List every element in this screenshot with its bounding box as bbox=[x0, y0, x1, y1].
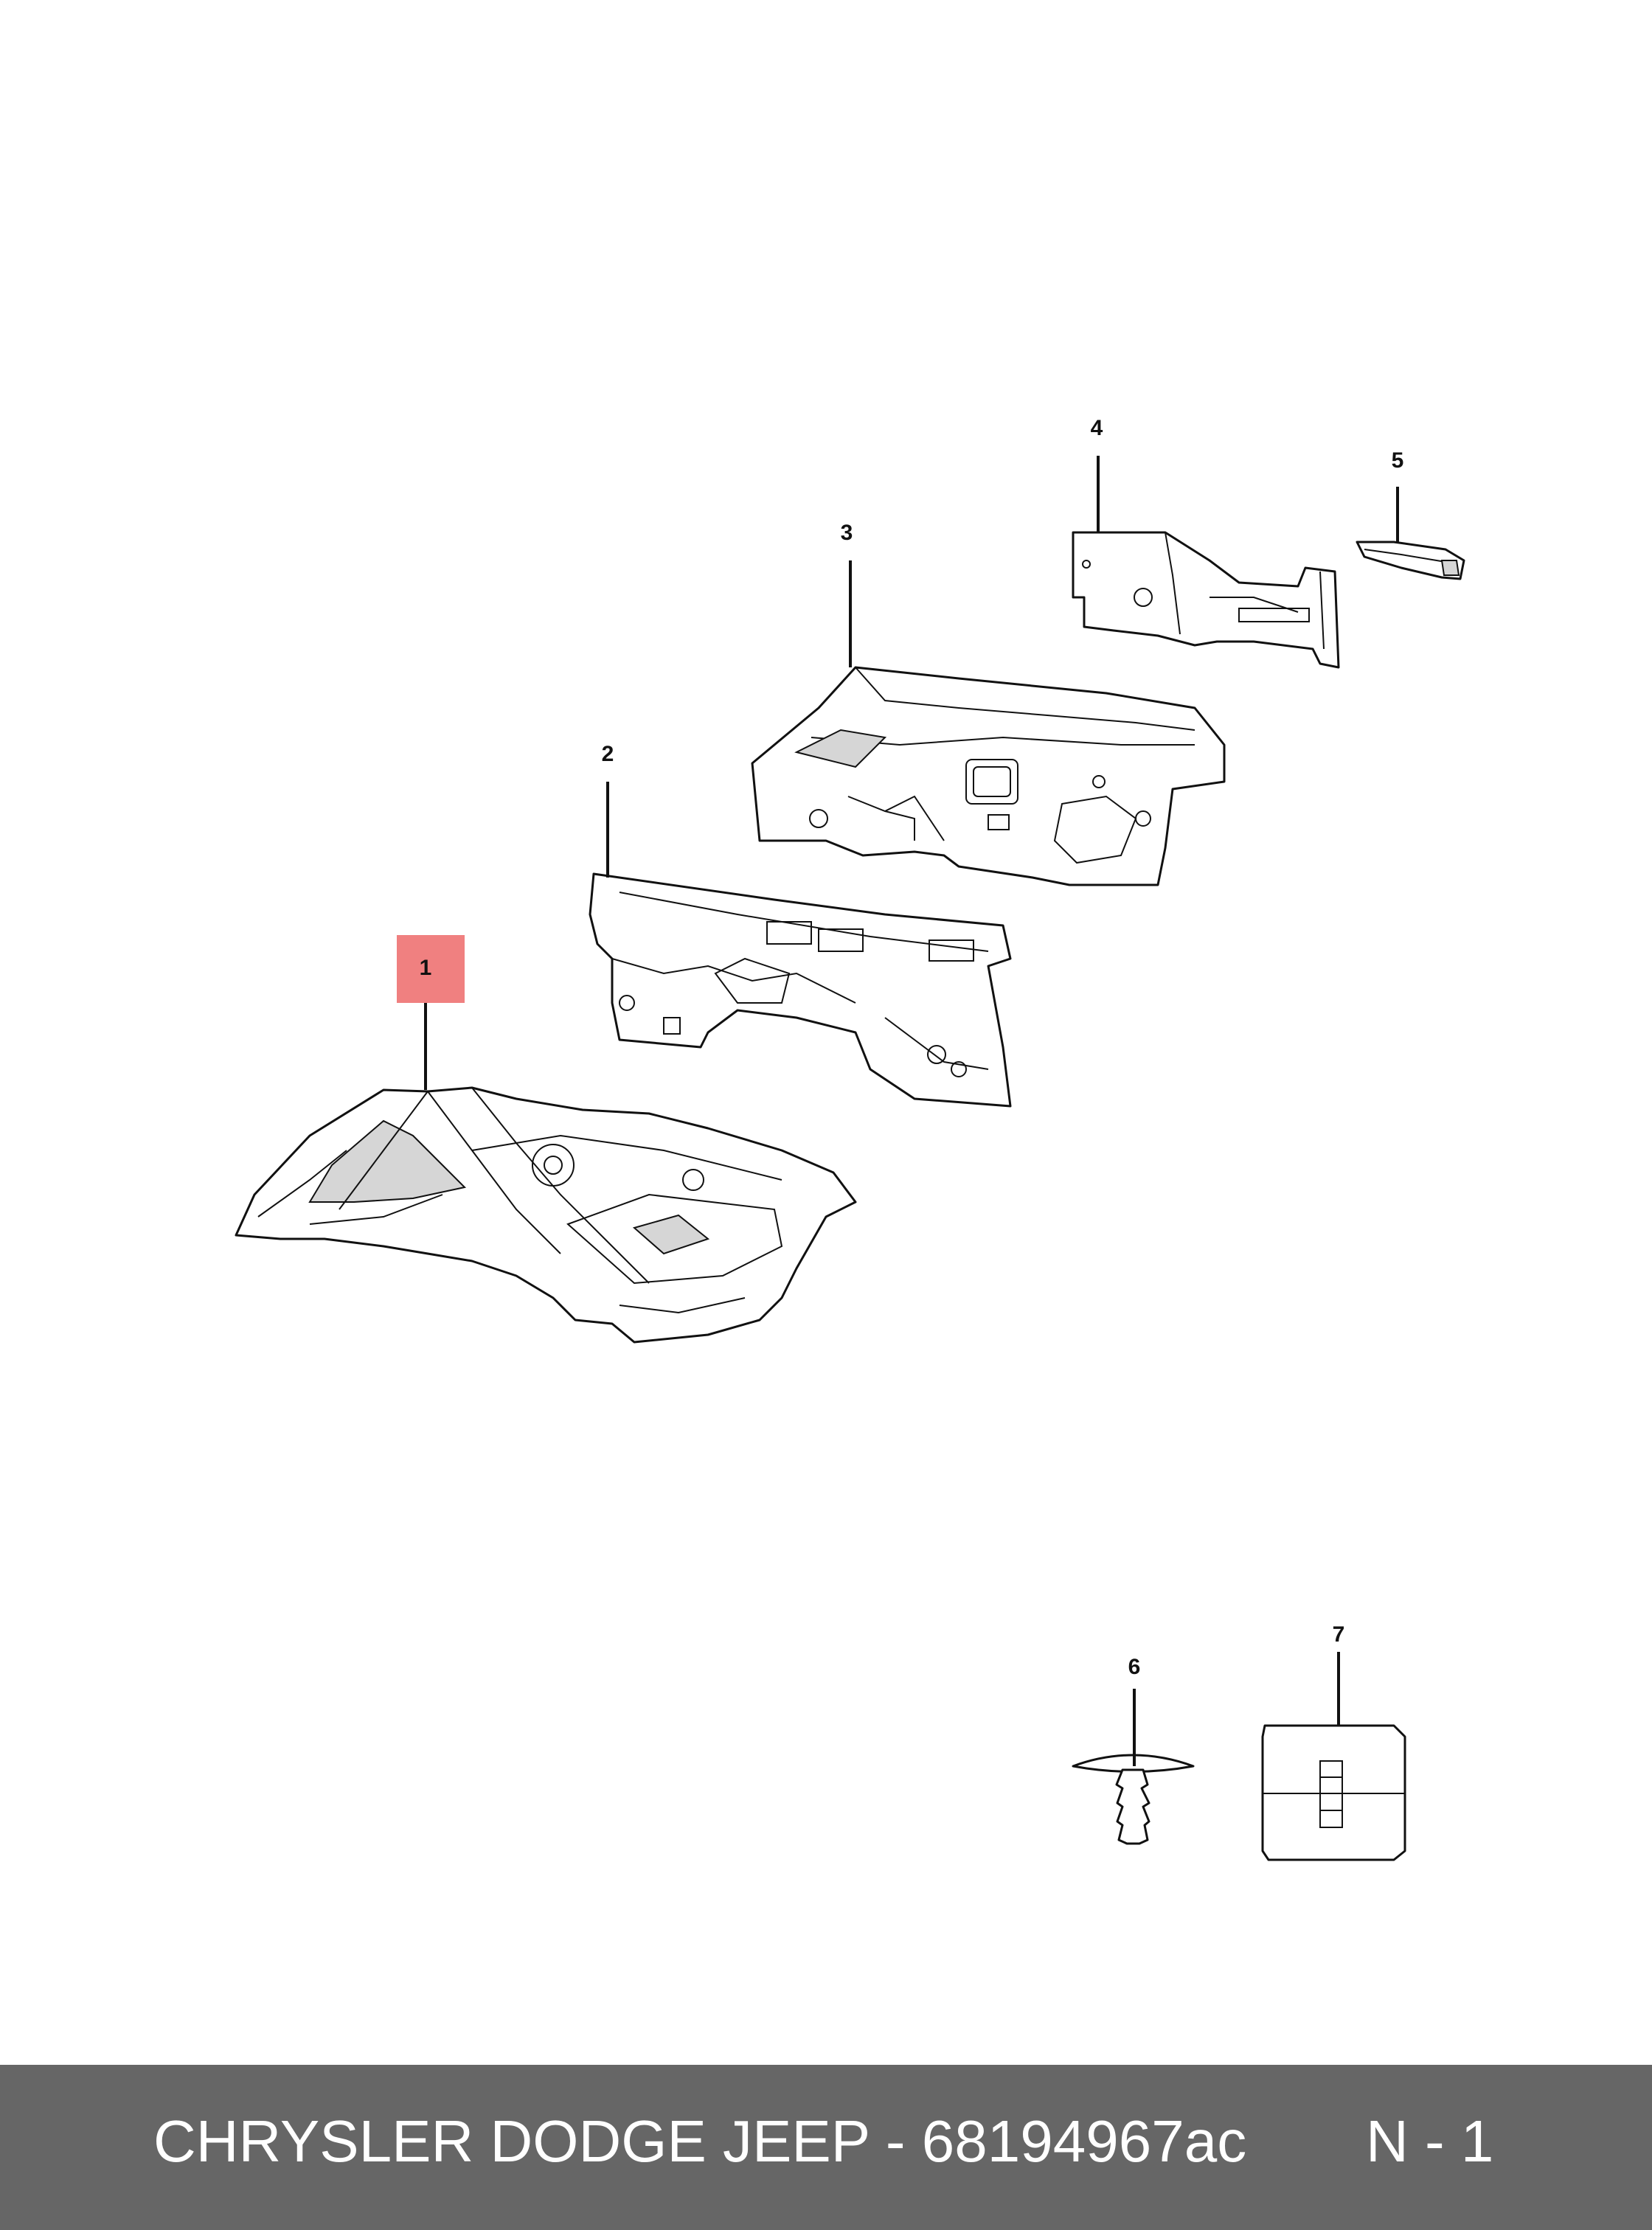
parts-diagram: 1 2 3 4 5 6 7 bbox=[235, 416, 1465, 1861]
part-1-silencer[interactable] bbox=[235, 1086, 857, 1344]
part-6-push-pin[interactable] bbox=[1072, 1754, 1195, 1845]
part-7-clip[interactable] bbox=[1261, 1724, 1406, 1861]
callout-4: 4 bbox=[1091, 416, 1103, 440]
footer-bar: CHRYSLER DODGE JEEP - 68194967ac N - 1 bbox=[0, 2065, 1652, 2230]
footer-page-number: N - 1 bbox=[1366, 2108, 1494, 2174]
callout-2: 2 bbox=[602, 742, 614, 766]
callout-6: 6 bbox=[1128, 1655, 1141, 1679]
callout-7: 7 bbox=[1333, 1622, 1345, 1647]
footer-title: CHRYSLER DODGE JEEP - 68194967ac bbox=[153, 2108, 1247, 2174]
part-5-bracket[interactable] bbox=[1356, 541, 1465, 580]
part-4-panel[interactable] bbox=[1072, 531, 1340, 669]
callout-3: 3 bbox=[841, 521, 853, 545]
callout-1-highlight bbox=[397, 935, 465, 1003]
callout-5: 5 bbox=[1392, 448, 1404, 473]
part-2-reinforcement[interactable] bbox=[589, 872, 1012, 1108]
callout-1: 1 bbox=[420, 956, 432, 980]
part-3-dash-silencer[interactable] bbox=[751, 666, 1226, 886]
